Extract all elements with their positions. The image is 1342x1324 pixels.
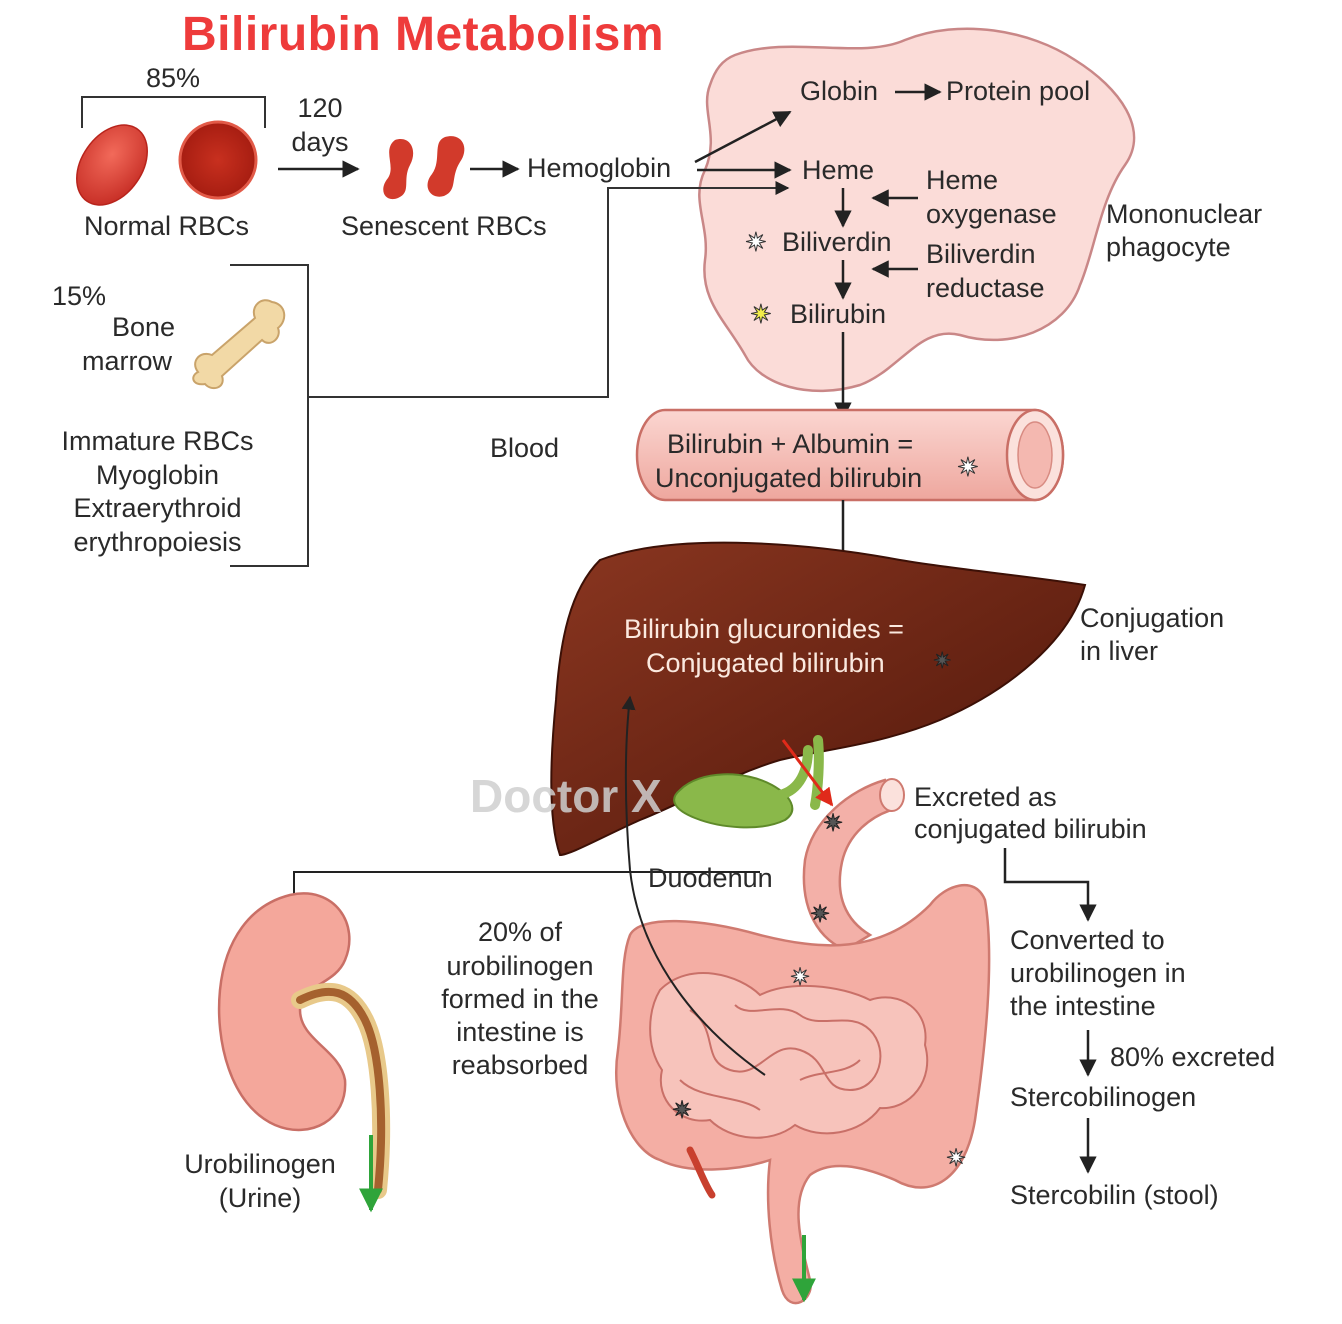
globin-label: Globin [800, 76, 879, 106]
reabsorption-curve [621, 695, 766, 1076]
lifespan-line1: 120 [297, 93, 343, 123]
senescent-rbc-1 [383, 139, 414, 200]
excreted-label-2: conjugated bilirubin [914, 814, 1147, 844]
duodenum-label: Duodenun [648, 863, 773, 893]
blood-label: Blood [490, 433, 560, 463]
senescent-rbc-2 [427, 136, 465, 197]
biliverdin-reductase-2: reductase [926, 273, 1045, 303]
page-title: Bilirubin Metabolism [182, 8, 665, 61]
stercobilin-label: Stercobilin (stool) [1010, 1180, 1219, 1210]
converted-line3: the intestine [1010, 991, 1156, 1021]
blood-line2: Unconjugated bilirubin [655, 463, 923, 493]
bracket-15 [230, 264, 309, 567]
mononuclear-label-1: Mononuclear [1106, 199, 1263, 229]
protein-pool-label: Protein pool [946, 76, 1091, 106]
other-source-3: Extraerythroid [73, 493, 242, 523]
svg-text:✷: ✷ [810, 901, 830, 928]
normal-rbc-oblique [76, 124, 148, 206]
blood-line1: Bilirubin + Albumin = [667, 429, 914, 459]
bile-flow-arrow [781, 739, 834, 807]
urobilinogen-label-2: (Urine) [218, 1183, 302, 1213]
conjugation-label-2: in liver [1080, 636, 1159, 666]
arrow-hemoglobin-globin [694, 110, 792, 164]
mononuclear-label-2: phagocyte [1106, 232, 1231, 262]
biliverdin-reductase-1: Biliverdin [926, 239, 1036, 269]
bilirubin-label: Bilirubin [790, 299, 887, 329]
svg-text:✷: ✷ [672, 1097, 692, 1124]
senescent-rbcs-label: Senescent RBCs [341, 211, 547, 241]
svg-text:✷: ✷ [957, 452, 979, 482]
reabsorbed-line5: reabsorbed [451, 1050, 589, 1080]
bone-label: Bone [112, 312, 176, 342]
bilirubin-star-markers: ✷ ✷ ✷ ✷ ✷ ✷ ✷ ✷ ✷ [672, 227, 980, 1173]
liver-shape [550, 541, 1087, 857]
other-source-1: Immature RBCs [61, 426, 254, 456]
hemoglobin-label: Hemoglobin [527, 153, 672, 183]
svg-text:✷: ✷ [946, 1145, 966, 1172]
svg-text:✷: ✷ [933, 648, 951, 673]
watermark: Doctor X [470, 770, 662, 822]
marrow-label: marrow [82, 346, 173, 376]
converted-line1: Converted to [1010, 925, 1165, 955]
liver-line1: Bilirubin glucuronides = [624, 614, 904, 644]
normal-rbc-face [178, 120, 258, 200]
svg-text:✷: ✷ [790, 964, 810, 991]
other-source-2: Myoglobin [95, 460, 220, 490]
duodenum-opening [879, 778, 905, 812]
reabsorbed-line1: 20% of [477, 917, 563, 947]
bracket-85 [81, 96, 266, 128]
svg-text:✷: ✷ [823, 810, 843, 837]
svg-text:✷: ✷ [750, 299, 772, 329]
other-source-4: erythropoiesis [73, 527, 242, 557]
heme-oxygenase-2: oxygenase [926, 199, 1057, 229]
heme-oxygenase-1: Heme [926, 165, 999, 195]
urobilinogen-label-1: Urobilinogen [184, 1149, 336, 1179]
stercobilinogen-label: Stercobilinogen [1010, 1082, 1197, 1112]
bone-shape [192, 299, 286, 390]
normal-rbcs-label: Normal RBCs [84, 211, 250, 241]
other-percent: 15% [52, 281, 107, 311]
liver-line2: Conjugated bilirubin [646, 648, 885, 678]
arrow-excreted-converted [1003, 848, 1097, 922]
svg-text:✷: ✷ [745, 227, 767, 257]
appendix [686, 1146, 716, 1199]
line-sources-heme [308, 181, 790, 398]
kidney [217, 892, 351, 1132]
conjugation-label-1: Conjugation [1080, 603, 1225, 633]
excreted-label-1: Excreted as [914, 782, 1057, 812]
gallbladder [673, 773, 794, 829]
reabsorbed-line2: urobilinogen [446, 951, 594, 981]
reabsorbed-line4: intestine is [456, 1017, 584, 1047]
normal-percent: 85% [146, 63, 201, 93]
reabsorbed-line3: formed in the [441, 984, 599, 1014]
converted-line2: urobilinogen in [1010, 958, 1186, 988]
heme-label: Heme [802, 155, 875, 185]
biliverdin-label: Biliverdin [782, 227, 892, 257]
lifespan-line2: days [291, 127, 349, 157]
excreted-percent: 80% excreted [1110, 1042, 1276, 1072]
